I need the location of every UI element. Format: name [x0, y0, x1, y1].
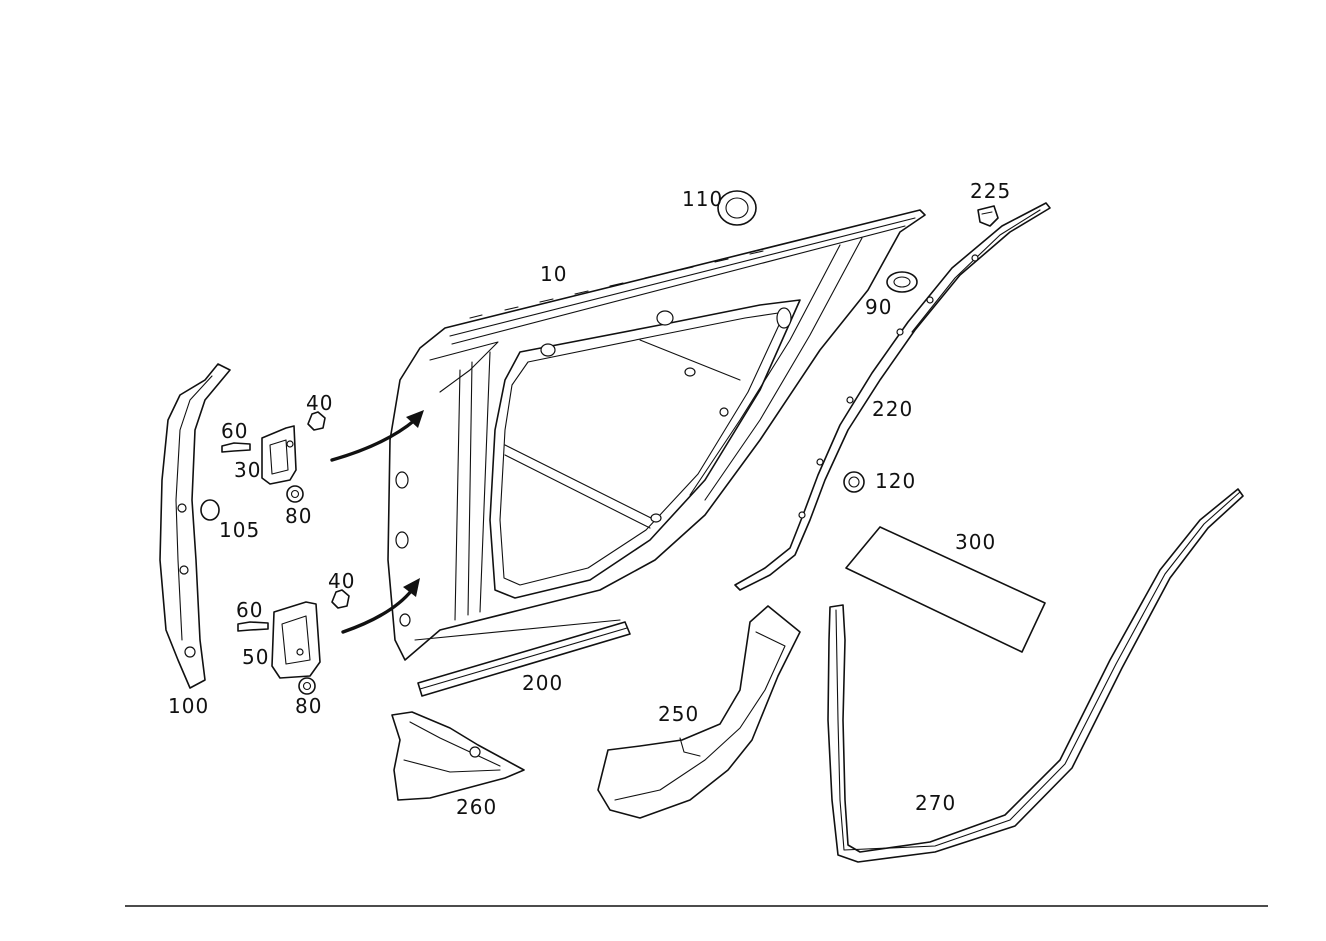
callout-220: 220: [872, 397, 913, 421]
callout-40-upper: 40: [306, 391, 333, 415]
callout-120: 120: [875, 469, 916, 493]
hinge-part-30: [261, 425, 297, 485]
grommet-part-110: [717, 190, 757, 226]
foil-part-300: [845, 526, 1046, 653]
nut-part-40-lower: [331, 589, 350, 609]
bolt-part-60-lower: [237, 621, 269, 632]
callout-90: 90: [865, 295, 892, 319]
callout-30: 30: [234, 458, 261, 482]
bolt-part-60-upper: [221, 442, 251, 453]
callout-260: 260: [456, 795, 497, 819]
callout-60-lower: 60: [236, 598, 263, 622]
assembly-arrows: [330, 410, 424, 634]
trim-strip-part-220: [734, 202, 1051, 591]
bracket-part-260: [391, 711, 525, 801]
callout-300: 300: [955, 530, 996, 554]
sill-strip-part-200: [417, 621, 631, 697]
callout-40-lower: 40: [328, 569, 355, 593]
clip-part-225: [977, 205, 999, 227]
callout-225: 225: [970, 179, 1011, 203]
hinge-part-50: [271, 601, 321, 679]
cover-part-250: [597, 605, 801, 819]
nut-part-120: [843, 471, 865, 493]
callout-110: 110: [682, 187, 723, 211]
nut-part-80-lower: [298, 677, 316, 695]
callout-labels: 10 110 225 90 220 120 300 40 60 30 80 10…: [168, 179, 1011, 819]
callout-60-upper: 60: [221, 419, 248, 443]
seal-part-100: [159, 363, 231, 689]
grommet-part-105: [200, 499, 220, 521]
callout-80-lower: 80: [295, 694, 322, 718]
upper-hinge-group: [221, 411, 326, 503]
door-seal-part-270: [827, 488, 1244, 863]
callout-105: 105: [219, 518, 260, 542]
callout-10: 10: [540, 262, 567, 286]
nut-part-40-upper: [307, 411, 326, 431]
callout-250: 250: [658, 702, 699, 726]
lower-hinge-group: [237, 589, 350, 695]
door-shell-part-10: [387, 209, 926, 661]
callout-80-upper: 80: [285, 504, 312, 528]
nut-part-80-upper: [286, 485, 304, 503]
plug-part-90: [886, 271, 918, 293]
callout-200: 200: [522, 671, 563, 695]
callout-270: 270: [915, 791, 956, 815]
callout-100: 100: [168, 694, 209, 718]
callout-50: 50: [242, 645, 269, 669]
